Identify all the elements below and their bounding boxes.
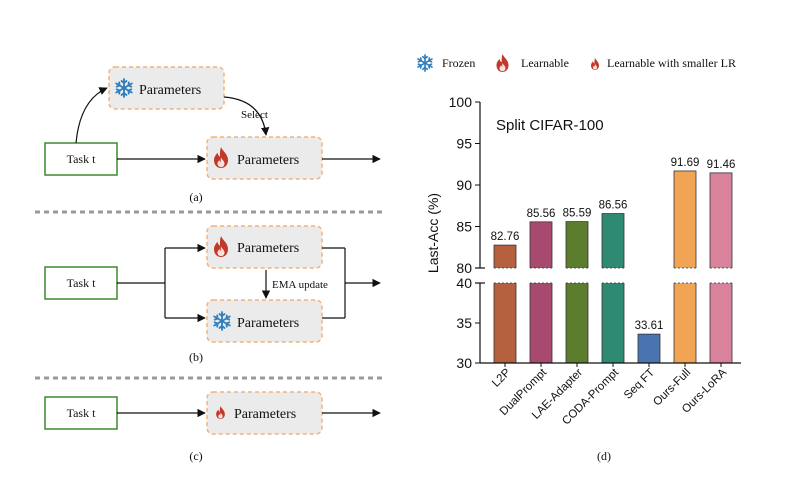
bar-break-gap [529,268,553,283]
bar-break-gap [601,268,625,283]
parameters-box-learnable [206,225,323,269]
parameters-box-frozen [206,299,323,343]
bar-value-label: 91.46 [707,159,736,171]
parameters-label-learnable: Parameters [237,153,299,168]
small-flame-icon [591,58,599,70]
x-tick-label: Seq FT [622,367,657,402]
bar-value-label: 85.59 [563,208,592,220]
bar-value-label: 86.56 [599,200,628,212]
select-arrow [223,96,270,136]
parameters-label-frozen: Parameters [139,83,201,98]
chart-title: Split CIFAR-100 [496,117,604,134]
x-tick-label: L2P [490,366,513,389]
task-box [44,142,118,176]
snowflake-icon [417,54,433,72]
task-box [44,396,118,430]
panel-b: Parameters Parameters Task t EMA update … [44,225,381,364]
bar-coda-prompt [601,213,625,364]
bar-ours-lora [709,172,733,364]
caption-d: (d) [597,449,611,463]
ema-label: EMA update [272,279,328,291]
panel-a: Parameters Parameters Task t Select (a) [44,66,381,204]
chart-axes: 80 85 90 95 100 30 35 40 [449,94,741,371]
chart-value-labels: 82.76 85.56 85.59 86.56 33.61 91.69 91.46 [491,157,736,332]
bar-break-gap [493,268,517,283]
task-to-frozen-arrow [75,87,108,144]
chart-y-label: Last-Acc (%) [425,193,441,273]
bar-ours-full [673,170,697,364]
bar-value-label: 91.69 [671,157,700,169]
bar-break-gap [565,268,589,283]
panel-c: Task t Parameters (c) [44,391,381,463]
task-label: Task t [67,152,96,166]
y-tick-label: 40 [456,275,472,291]
y-tick-label: 85 [456,219,472,235]
bar-break-gap [709,268,733,283]
parameters-box-learnable [206,136,323,180]
parameters-box-frozen [108,66,225,110]
bar-value-label: 82.76 [491,231,520,243]
task-box [44,266,118,300]
chart-d: 82.76 85.56 85.59 86.56 33.61 91.69 91.46 80 85… [425,94,741,463]
caption-a: (a) [189,190,202,204]
bar-dualprompt [529,221,553,364]
parameters-label-small-lr: Parameters [234,407,296,422]
bar-l2p [493,244,517,364]
parameters-label-frozen: Parameters [237,316,299,331]
y-tick-label: 100 [449,94,473,110]
chart-bars [493,170,733,364]
legend-learnable: Learnable [521,56,569,70]
task-label: Task t [67,406,96,420]
caption-b: (b) [189,350,203,364]
bar-break-gap [673,268,697,283]
task-label: Task t [67,276,96,290]
y-tick-label: 90 [456,177,472,193]
caption-c: (c) [189,449,202,463]
legend-frozen: Frozen [442,56,475,70]
bar-lae-adapter [565,221,589,364]
y-tick-label: 30 [456,355,472,371]
select-label: Select [241,109,268,121]
y-tick-label: 80 [456,260,472,276]
legend: Frozen Learnable Learnable with smaller … [417,54,736,72]
flame-icon [496,54,509,72]
y-tick-label: 35 [456,315,472,331]
bar-value-label: 85.56 [527,208,556,220]
bar-value-label: 33.61 [635,320,664,332]
bar-seq-ft [637,333,661,364]
y-tick-label: 95 [456,136,472,152]
parameters-label-learnable: Parameters [237,241,299,256]
legend-learnable-small-lr: Learnable with smaller LR [607,56,736,70]
